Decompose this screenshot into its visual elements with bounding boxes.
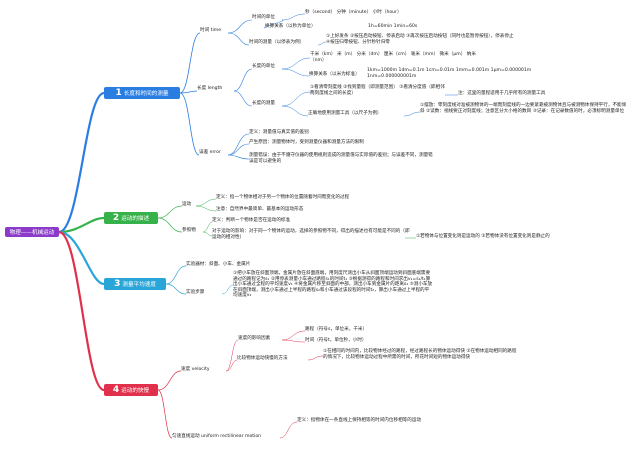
link-b2-ref bbox=[157, 217, 183, 233]
error-topic[interactable]: 误差 error bbox=[199, 150, 221, 155]
link-len-conv bbox=[281, 68, 310, 77]
link-speed-compare bbox=[225, 359, 238, 372]
reference-effect: 对于运动的影响：对于同一个物体的运动，选择的参照物不同，得出的描述也有可能是不同… bbox=[212, 229, 410, 240]
link-time-steps bbox=[317, 41, 327, 46]
time-topic[interactable]: 时间 time bbox=[200, 28, 222, 33]
link-b1-time bbox=[179, 32, 201, 94]
experiment-steps-detail: ①把小车放在斜面顶端，金属片放在斜面底端，用刻度尺测出小车从斜面顶端运动到斜面底… bbox=[233, 271, 433, 299]
root-node[interactable]: 物理——机械运动 bbox=[5, 227, 59, 237]
time-units-list: 秒（second） 分钟（minute） 小时（hour） bbox=[305, 10, 402, 15]
link-len-steps bbox=[281, 91, 311, 107]
time-conversion: 1h=60min 1min=60s bbox=[368, 24, 418, 29]
speed-factors-topic[interactable]: 速度的影响因素 bbox=[238, 336, 271, 341]
link-len-unit bbox=[233, 68, 253, 92]
error-definition: 定义：测量值与真实值的差别 bbox=[249, 130, 309, 135]
branch-2-number: 2 bbox=[112, 213, 120, 223]
link-err-cause bbox=[227, 143, 250, 156]
uniform-motion-topic[interactable]: 匀速直线运动 uniform rectilinear motion bbox=[172, 434, 262, 439]
link-b4-speed bbox=[157, 370, 182, 391]
experiment-steps-topic[interactable]: 实验步骤 bbox=[186, 290, 205, 295]
link-ref-effect bbox=[202, 231, 213, 237]
root-label: 物理——机械运动 bbox=[9, 230, 55, 236]
branch-4-node[interactable]: 4 运动的快慢 bbox=[104, 384, 158, 396]
compare-method-topic[interactable]: 比较物体运动快慢的方法 bbox=[237, 356, 288, 361]
link-time-conv bbox=[263, 19, 284, 29]
reference-definition: 定义：判断一个物体是否在运动的标准 bbox=[212, 218, 291, 223]
branch-1-node[interactable]: 1 长度和时间的测量 bbox=[104, 87, 180, 99]
link-factor-distance bbox=[281, 330, 306, 341]
link-compare-detail bbox=[307, 355, 324, 361]
link-time-measure bbox=[227, 32, 250, 46]
link-time-unit bbox=[227, 19, 253, 34]
length-conversion-label[interactable]: 换算关系（以米为标准） bbox=[309, 72, 360, 77]
link-len-tool-detail bbox=[403, 111, 421, 117]
motion-definition: 定义：指一个物体相对于另一个物体的位置随着时间而变化的过程 bbox=[216, 195, 350, 200]
time-unit-topic[interactable]: 时间的单位 bbox=[252, 15, 275, 20]
length-tool-detail: ①摆放：零刻度线对准被测物体的一端而刻度线的一边要紧靠被测物体且与被测物体保持平… bbox=[420, 103, 627, 114]
reference-topic[interactable]: 参照物 bbox=[182, 228, 196, 233]
link-motion-note bbox=[195, 205, 217, 212]
experiment-tools: 实验器材：斜面、小车、金属片 bbox=[186, 262, 251, 267]
branch-3-number: 3 bbox=[114, 279, 121, 289]
length-units-list: 千米（km） 米（m） 分米（dm） 厘米（cm） 毫米（mm） 微米（μm） … bbox=[310, 52, 476, 63]
compare-method-detail: ①在相同的时间内，比较物体经过的路程，经过路程长的物体运动得快 ②在物体运动相同… bbox=[323, 349, 517, 360]
link-root-b2 bbox=[58, 216, 105, 234]
branch-4-number: 4 bbox=[112, 385, 120, 395]
time-conversion-label[interactable]: 换算关系（以秒为单位） bbox=[265, 24, 316, 29]
speed-topic[interactable]: 速度 velocity bbox=[181, 367, 210, 372]
factor-time: 时间（符号t，单位秒，小时） bbox=[305, 338, 367, 343]
link-b1-length bbox=[179, 90, 198, 94]
link-ref-def bbox=[202, 221, 213, 233]
motion-topic[interactable]: 运动 bbox=[182, 202, 192, 207]
link-root-b3 bbox=[58, 230, 105, 286]
motion-note: 注意：自然界中最简单、最基本的运动形态 bbox=[216, 207, 304, 212]
link-b3-steps bbox=[165, 283, 187, 295]
link-len-units bbox=[281, 57, 311, 70]
uniform-motion-definition: 定义：指物体在一条直线上保持相等的时间内位移相等的运动 bbox=[297, 418, 422, 423]
branch-1-label: 长度和时间的测量 bbox=[123, 91, 169, 97]
link-speed-factors bbox=[225, 339, 239, 372]
error-vs-mistake: 测量错误：由于不遵守仪器的使用规则造成的测量值与实际值的差别；与误差不同，测量错… bbox=[249, 153, 433, 164]
link-len-tool bbox=[281, 105, 309, 117]
link-err-vs bbox=[227, 154, 250, 160]
link-time-units bbox=[281, 13, 306, 21]
length-steps: ①看清零刻度线 ②找到量程（即测量范围） ③看清分度值（即相邻两刻度线之间的长度… bbox=[310, 85, 445, 96]
link-root-b1 bbox=[58, 91, 105, 234]
branch-2-label: 运动的描述 bbox=[121, 216, 150, 222]
reference-result: ①若物体与位置变化则是运动的 ②若物体没有位置变化则是静止的 bbox=[416, 234, 550, 239]
time-measure-topic[interactable]: 时间的测量（以停表为例） bbox=[249, 40, 305, 45]
length-measure-topic[interactable]: 长度的测量 bbox=[252, 101, 275, 106]
link-b1-error bbox=[179, 92, 200, 156]
link-b4-uniform bbox=[157, 389, 173, 439]
link-motion-def bbox=[195, 198, 217, 207]
branch-3-node[interactable]: 3 测量平均速度 bbox=[104, 278, 166, 290]
link-factor-time bbox=[281, 339, 306, 343]
link-root-b4 bbox=[58, 230, 105, 392]
length-topic[interactable]: 长度 length bbox=[197, 86, 223, 91]
length-conversion: 1km=1000m 1dm=0.1m 1cm=0.01m 1mm=0.001m … bbox=[367, 68, 532, 79]
factor-distance: 路程（符号s，单位米，千米） bbox=[305, 327, 368, 332]
link-steps-detail bbox=[221, 284, 234, 295]
branch-1-number: 1 bbox=[115, 88, 122, 98]
length-unit-topic[interactable]: 长度的单位 bbox=[252, 64, 275, 69]
length-tool-topic[interactable]: 正确地使用测量工具（以尺子为例） bbox=[308, 111, 382, 116]
time-measure-steps: ①上好发条 ②按压启动按钮、停表启动 ③再次按压启动按钮（同时也是暂停按钮），停… bbox=[326, 34, 514, 45]
link-b3-tools bbox=[165, 265, 187, 285]
link-uniform-def bbox=[279, 421, 298, 439]
branch-3-label: 测量平均速度 bbox=[122, 282, 156, 288]
link-len-measure bbox=[233, 90, 253, 107]
branch-2-node[interactable]: 2 运动的描述 bbox=[104, 212, 158, 224]
link-err-def bbox=[227, 133, 250, 156]
length-note: 注：这里的量程适用于几乎所有的测量工具 bbox=[458, 91, 546, 96]
branch-4-label: 运动的快慢 bbox=[121, 388, 150, 394]
link-b2-motion bbox=[157, 205, 183, 219]
error-cause: 产生原因：测量物体时，受到测量仪器和测量方法的限制 bbox=[249, 140, 364, 145]
